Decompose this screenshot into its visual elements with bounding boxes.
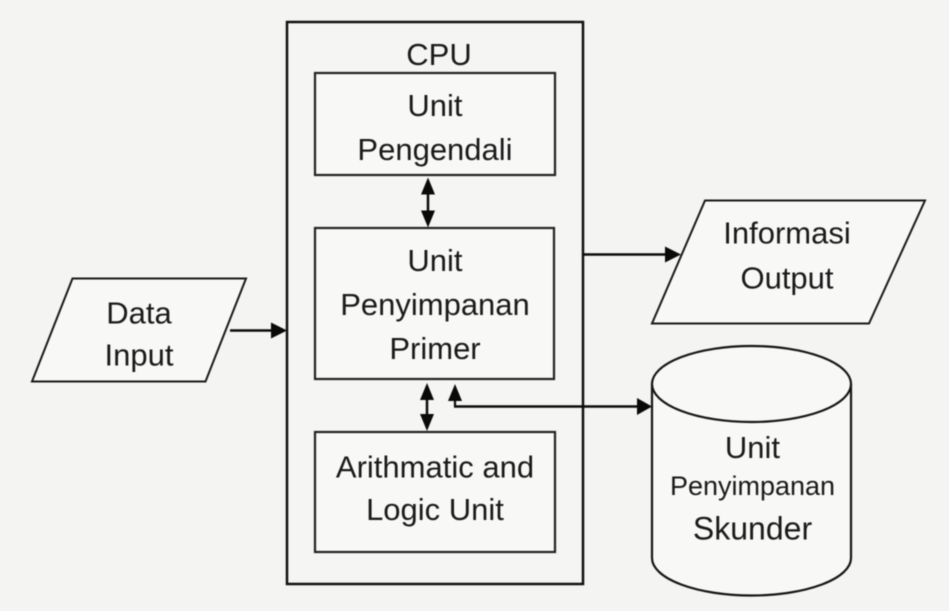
svg-text:Penyimpanan: Penyimpanan xyxy=(340,287,530,322)
svg-text:Unit: Unit xyxy=(407,88,463,123)
svg-text:Pengendali: Pengendali xyxy=(357,132,512,167)
svg-text:CPU: CPU xyxy=(406,37,471,72)
svg-text:Input: Input xyxy=(105,338,174,373)
svg-text:Skunder: Skunder xyxy=(693,511,813,547)
svg-text:Output: Output xyxy=(740,261,833,296)
svg-text:Unit: Unit xyxy=(407,243,463,278)
svg-text:Penyimpanan: Penyimpanan xyxy=(670,471,835,501)
svg-text:Unit: Unit xyxy=(725,430,781,465)
svg-text:Primer: Primer xyxy=(389,331,480,366)
svg-text:Logic Unit: Logic Unit xyxy=(366,492,504,527)
svg-text:Informasi: Informasi xyxy=(723,216,850,251)
svg-text:Arithmatic and: Arithmatic and xyxy=(336,450,534,485)
svg-text:Data: Data xyxy=(106,296,172,331)
